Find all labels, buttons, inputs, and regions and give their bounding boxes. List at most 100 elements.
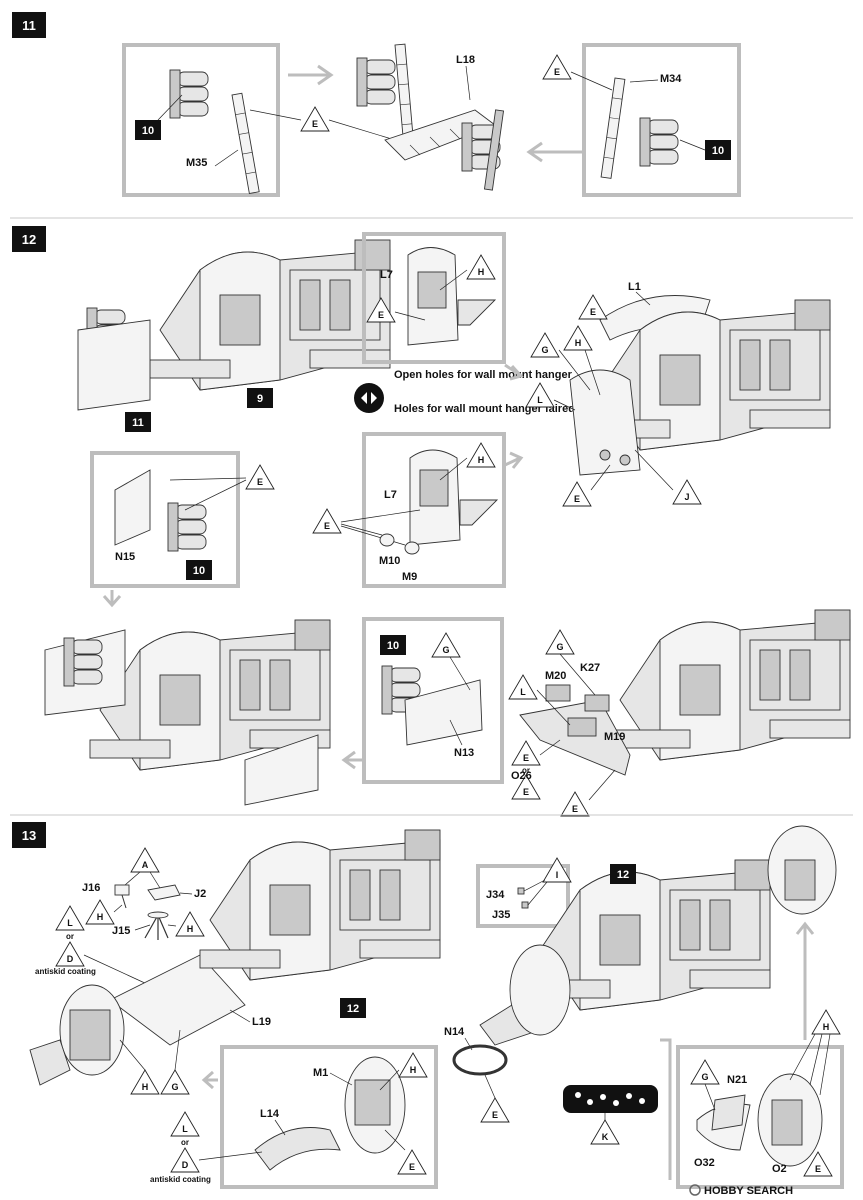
antiskid-note: antiskid coating [35,967,96,976]
part-label-m19: M19 [604,731,625,743]
assembly-arrow [660,1038,672,1180]
part-label-n21: N21 [727,1074,747,1086]
part-label-j34: J34 [486,889,505,901]
step-13: 13 A J16 J2 H J15 [12,822,844,1189]
option-frame-closed [362,432,506,588]
part-label-l7: L7 [380,269,393,281]
j34-part [517,887,525,895]
paint-marker-d: D [55,941,85,967]
rack-part [169,69,209,119]
rack-part [167,502,207,552]
m35-part [231,92,260,194]
part-label-j15: J15 [112,925,130,937]
part-label-m20: M20 [545,670,566,682]
sub-assembly-ref [340,998,366,1018]
svg-text:E: E [523,787,529,797]
part-label-n13: N13 [454,747,474,759]
svg-text:A: A [142,860,149,870]
paint-marker-l: L [55,905,85,931]
svg-text:E: E [409,1162,415,1172]
paint-marker-e: E [542,54,572,80]
sub-assembly-ref [135,120,161,140]
svg-text:HOBBY SEARCH: HOBBY SEARCH [704,1185,793,1197]
n14-part [452,1044,508,1076]
sub-assembly-ref-label: 12 [347,1003,359,1015]
paint-marker-g: G [530,332,560,358]
paint-marker-e: E [480,1097,510,1123]
part-label-j2: J2 [194,888,206,900]
paint-marker-l: L [170,1111,200,1137]
part-label-o2: O2 [772,1163,787,1175]
svg-text:E: E [492,1110,498,1120]
svg-text:K: K [602,1132,609,1142]
part-label-o26: O26 [511,770,532,782]
detail-frame [122,43,280,197]
sub-assembly-ref [705,140,731,160]
svg-text:J: J [684,492,689,502]
detail-frame [362,617,504,784]
paint-marker-e: E [300,106,330,132]
sub-assembly-11-9 [77,239,391,411]
svg-text:L: L [67,918,73,928]
paint-marker-j: J [672,479,702,505]
assembly-arrow [201,1070,218,1090]
part-label-n14: N14 [444,1026,465,1038]
assembly-arrow [102,590,122,608]
m9-part [404,541,420,555]
svg-text:G: G [556,642,563,652]
svg-text:G: G [541,345,548,355]
sub-assembly-ref-label: 11 [132,417,144,429]
paint-marker-g: G [160,1069,190,1095]
k27-part [584,694,610,712]
svg-text:H: H [410,1065,417,1075]
part-label-m10: M10 [379,555,400,567]
or-label: or [181,1138,189,1147]
svg-text:E: E [815,1164,821,1174]
paint-marker-e: E [578,294,608,320]
part-label-l7: L7 [384,489,397,501]
sub-assembly-ref [610,864,636,884]
instrument-decal [563,1085,658,1113]
assembly-arrow [795,921,815,1040]
m34-part [600,77,626,179]
sub-assembly-ref-label: 12 [617,869,629,881]
svg-text:E: E [574,494,580,504]
part-label-j35: J35 [492,909,510,921]
paint-marker-e: G [431,632,461,658]
svg-text:G: G [171,1082,178,1092]
or-label: or [66,932,74,941]
n13-part [404,679,483,746]
part-label-l14: L14 [260,1108,280,1120]
paint-marker-e: E [397,1149,427,1175]
paint-marker-e: E [366,297,396,323]
detail-frame [582,43,741,197]
sub-assembly-ref [380,635,406,655]
sub-assembly-ref-label: 10 [387,640,399,652]
rack-part [639,117,679,167]
part-label-m1: M1 [313,1067,328,1079]
svg-text:L: L [537,395,543,405]
assembly-arrow [504,363,524,381]
svg-text:D: D [182,1160,189,1170]
o2-panel-top [767,825,837,915]
paint-marker-h: H [175,911,205,937]
paint-marker-d: D [170,1147,200,1173]
l14-part [254,1127,341,1171]
paint-marker-h: H [466,442,496,468]
paint-marker-h: H [466,254,496,280]
part-label-m34: M34 [660,73,682,85]
paint-marker-h: H [398,1052,428,1078]
svg-text:I: I [556,870,559,880]
paint-marker-e: E [560,791,590,817]
m10-part [379,533,395,547]
sub-assembly-ref [125,412,151,432]
step-number: 13 [22,828,36,843]
svg-text:H: H [97,912,104,922]
svg-text:L: L [182,1124,188,1134]
fuselage-assembly-12-right [479,859,771,1046]
sub-assembly-ref-label: 9 [257,393,263,405]
part-label-l19: L19 [252,1016,271,1028]
svg-text:D: D [67,954,74,964]
option-closed-label: Holes for wall mount hanger faired over [394,403,602,415]
or-label: or [522,766,530,775]
